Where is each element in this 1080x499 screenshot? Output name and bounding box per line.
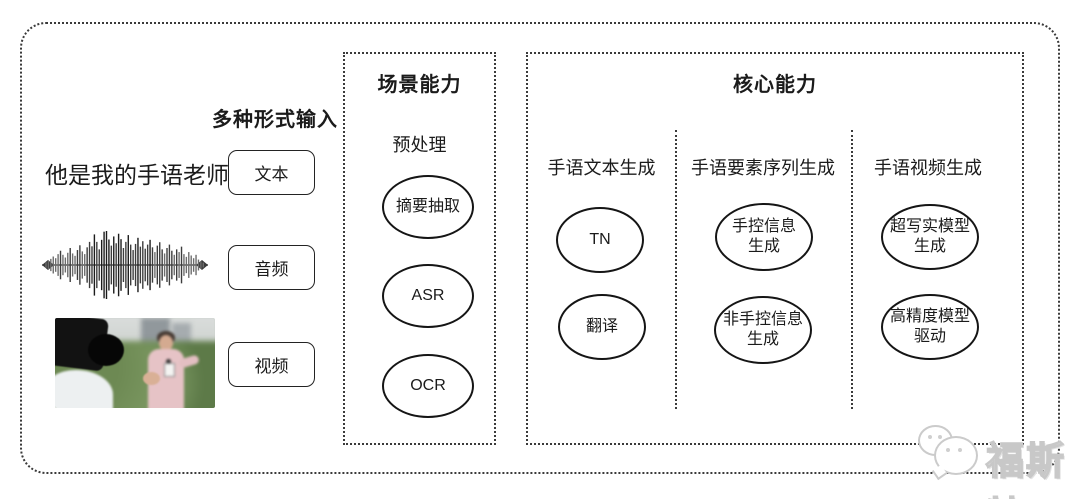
scene-panel-title: 场景能力 [377, 74, 462, 96]
column-header-sl-video-generation: 手语视频生成 [874, 158, 982, 178]
node-hyperrealistic-model-generation: 超写实模型 生成 [881, 204, 979, 270]
node-summary-extraction: 摘要抽取 [382, 175, 474, 239]
photo-microphone [166, 358, 171, 364]
audio-waveform-icon [42, 227, 208, 303]
node-high-precision-model-driving: 高精度模型 驱动 [881, 294, 979, 360]
node-manual-info-generation: 手控信息 生成 [715, 203, 813, 271]
photo-camera [55, 318, 138, 401]
bubble-eye [946, 448, 950, 452]
photo-cameraman-hand [143, 372, 160, 385]
column-divider [851, 130, 853, 409]
scene-capability-panel: 场景能力 预处理 摘要抽取 ASR OCR [343, 52, 496, 445]
core-capability-panel: 核心能力 手语文本生成 手语要素序列生成 手语视频生成 TN 翻译 手控信息 生… [526, 52, 1024, 445]
bubble-eye [928, 435, 932, 439]
input-node-text: 文本 [228, 150, 315, 195]
input-node-video: 视频 [228, 342, 315, 387]
column-divider [675, 130, 677, 409]
node-ocr: OCR [382, 354, 474, 418]
photo-mic-flag [164, 362, 175, 377]
node-asr: ASR [382, 264, 474, 328]
photo-reporter [143, 330, 200, 408]
core-panel-title: 核心能力 [733, 74, 817, 96]
chat-bubble-large [934, 436, 978, 475]
outer-dotted-border [20, 22, 1060, 474]
column-header-sl-element-sequence: 手语要素序列生成 [691, 158, 835, 178]
node-translation: 翻译 [558, 294, 646, 360]
chat-bubbles-icon [910, 425, 982, 481]
news-interview-photo [55, 318, 215, 408]
node-tn: TN [556, 207, 644, 273]
preprocess-label: 预处理 [392, 135, 447, 155]
column-header-sl-text-generation: 手语文本生成 [547, 158, 656, 178]
sample-sentence-text: 他是我的手语老师 [45, 162, 229, 188]
node-non-manual-info-generation: 非手控信息 生成 [714, 296, 812, 364]
photo-camera-lens [88, 334, 125, 367]
watermark-text: 福斯特 [985, 440, 1067, 499]
bubble-eye [958, 448, 962, 452]
input-node-audio: 音频 [228, 245, 315, 290]
input-section-header: 多种形式输入 [212, 109, 338, 131]
photo-reporter-head [158, 334, 173, 351]
bubble-eye [938, 435, 942, 439]
